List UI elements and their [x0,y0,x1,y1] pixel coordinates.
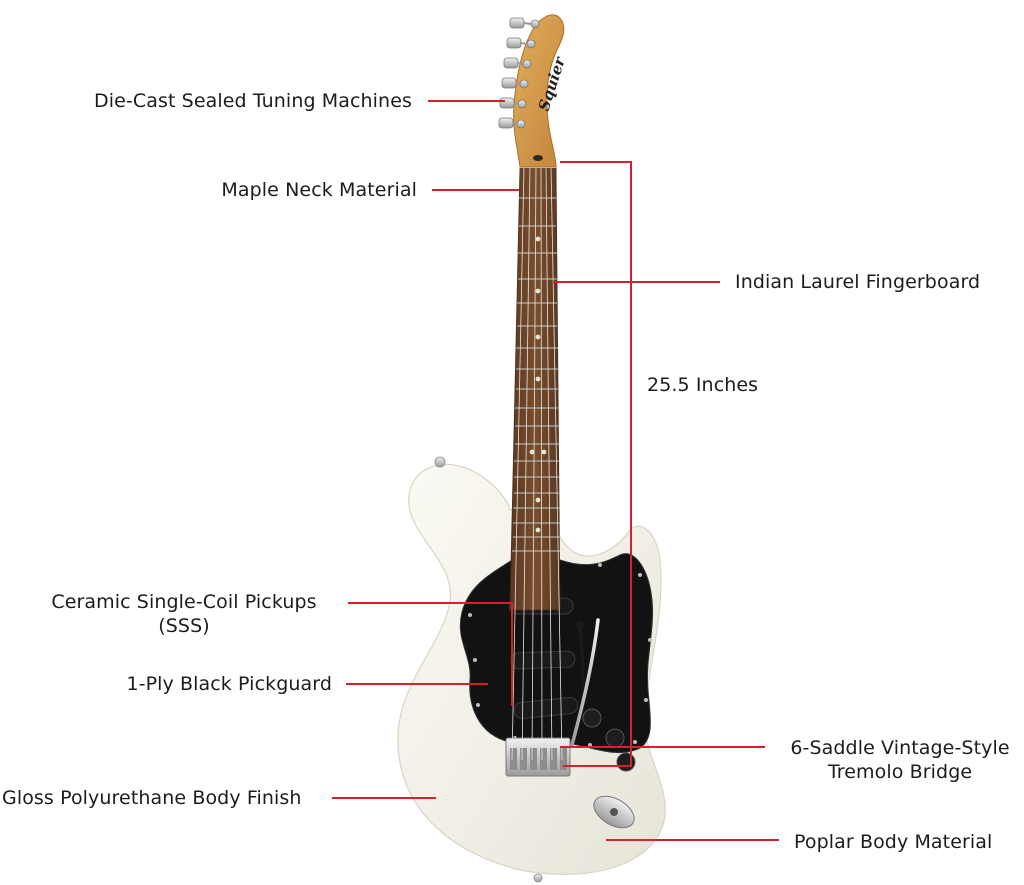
tuner-5 [499,97,527,109]
label-pickups: Ceramic Single-Coil Pickups (SSS) [26,590,342,638]
strap-button-top [434,456,446,468]
truss-rod-nut [533,155,543,161]
tone-knob-2 [616,752,636,772]
tone-knob-1 [605,728,625,748]
label-pickups-line2: (SSS) [158,615,210,637]
label-tuning-machines: Die-Cast Sealed Tuning Machines [94,90,412,112]
label-bridge-line2: Tremolo Bridge [827,761,973,783]
tuner-6 [498,117,526,129]
label-body-material: Poplar Body Material [794,831,993,853]
leader-scale-length [560,161,632,767]
tuner-4 [501,77,529,89]
tremolo-arm [570,618,600,747]
label-pickguard: 1-Ply Black Pickguard [126,673,332,695]
strap-button-bottom [533,873,543,883]
label-pickups-line1: Ceramic Single-Coil Pickups [51,591,317,613]
strings [511,165,563,761]
label-bridge-line1: 6-Saddle Vintage-Style [790,737,1010,759]
tuner-2 [506,37,536,49]
label-bridge: 6-Saddle Vintage-Style Tremolo Bridge [770,736,1024,784]
label-neck-material: Maple Neck Material [221,179,417,201]
label-scale-length: 25.5 Inches [647,374,759,396]
volume-knob [582,708,602,728]
tuner-1 [509,17,540,29]
tremolo-bridge [505,737,571,777]
label-fingerboard: Indian Laurel Fingerboard [735,271,981,293]
output-jack [593,795,635,829]
bridge-pickup [513,696,579,720]
tuning-machines [498,17,540,129]
label-body-finish: Gloss Polyurethane Body Finish [2,787,302,809]
leader-lines [332,100,779,841]
leader-pickups [348,602,513,706]
frets [512,197,560,552]
tuner-3 [503,57,532,69]
fret-markers [529,236,547,533]
middle-pickup [510,650,576,670]
pickup-selector-switch [578,624,587,701]
